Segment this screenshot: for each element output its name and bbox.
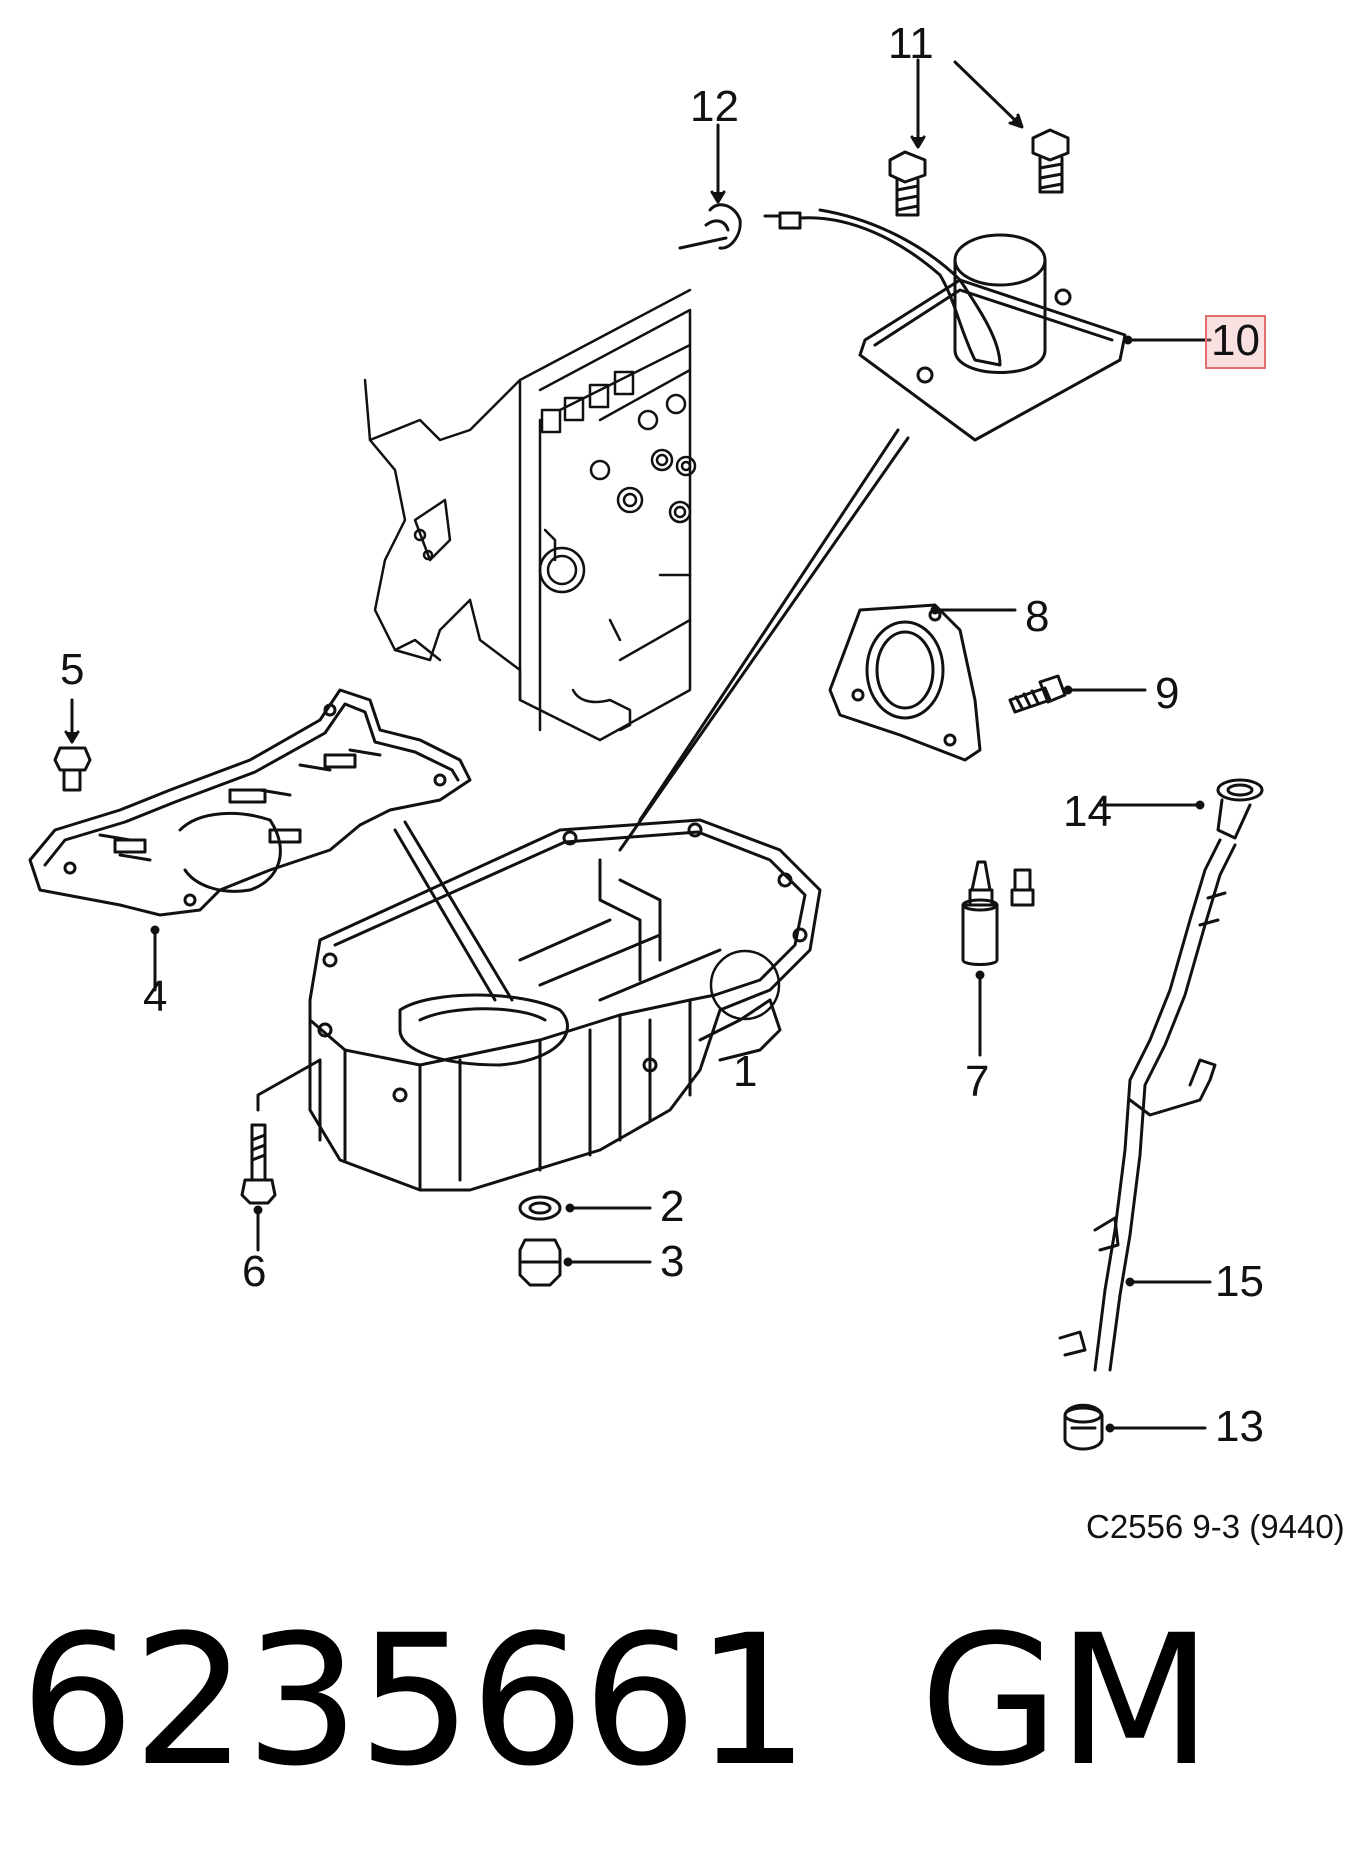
- oil-baffle-plate: [28, 688, 472, 992]
- tube-clip: [678, 123, 742, 250]
- pan-bolt: [240, 1058, 322, 1252]
- drain-plug-washer: [518, 1195, 652, 1221]
- pump-bolts: [888, 58, 1070, 217]
- callout-14: 14: [1063, 787, 1112, 836]
- oil-pan: [308, 818, 822, 1192]
- dipstick-grommet: [1063, 1403, 1207, 1451]
- callout-11: 11: [888, 19, 934, 68]
- callout-13: 13: [1215, 1402, 1264, 1451]
- engine-block: [363, 288, 697, 742]
- brand: GM: [919, 1597, 1213, 1806]
- callout-7: 7: [965, 1057, 990, 1106]
- seal-housing-bolt: [1008, 674, 1147, 714]
- oil-level-sensor: [961, 860, 1035, 1057]
- callout-2: 2: [660, 1182, 685, 1231]
- crank-seal-housing: [828, 603, 1017, 762]
- callout-12: 12: [690, 82, 739, 131]
- dipstick-handle: [1098, 778, 1264, 840]
- oil-pump-pickup: [763, 208, 1212, 442]
- part-number: 6235661: [20, 1597, 810, 1806]
- callout-9: 9: [1155, 669, 1180, 718]
- baffle-bolt: [53, 698, 92, 792]
- callout-6: 6: [242, 1247, 267, 1296]
- callout-15: 15: [1215, 1257, 1264, 1306]
- leader-lines-pickup: [393, 428, 910, 1002]
- dipstick-tube: [1058, 838, 1237, 1372]
- callout-3: 3: [660, 1237, 685, 1286]
- callout-5: 5: [60, 645, 85, 694]
- callout-4: 4: [143, 972, 168, 1021]
- drain-plug: [518, 1238, 652, 1287]
- diagram-code: C2556 9-3 (9440): [1086, 1508, 1345, 1545]
- callout-8: 8: [1025, 592, 1050, 641]
- callout-10-highlighted: 10: [1205, 315, 1266, 369]
- callout-1: 1: [733, 1047, 758, 1096]
